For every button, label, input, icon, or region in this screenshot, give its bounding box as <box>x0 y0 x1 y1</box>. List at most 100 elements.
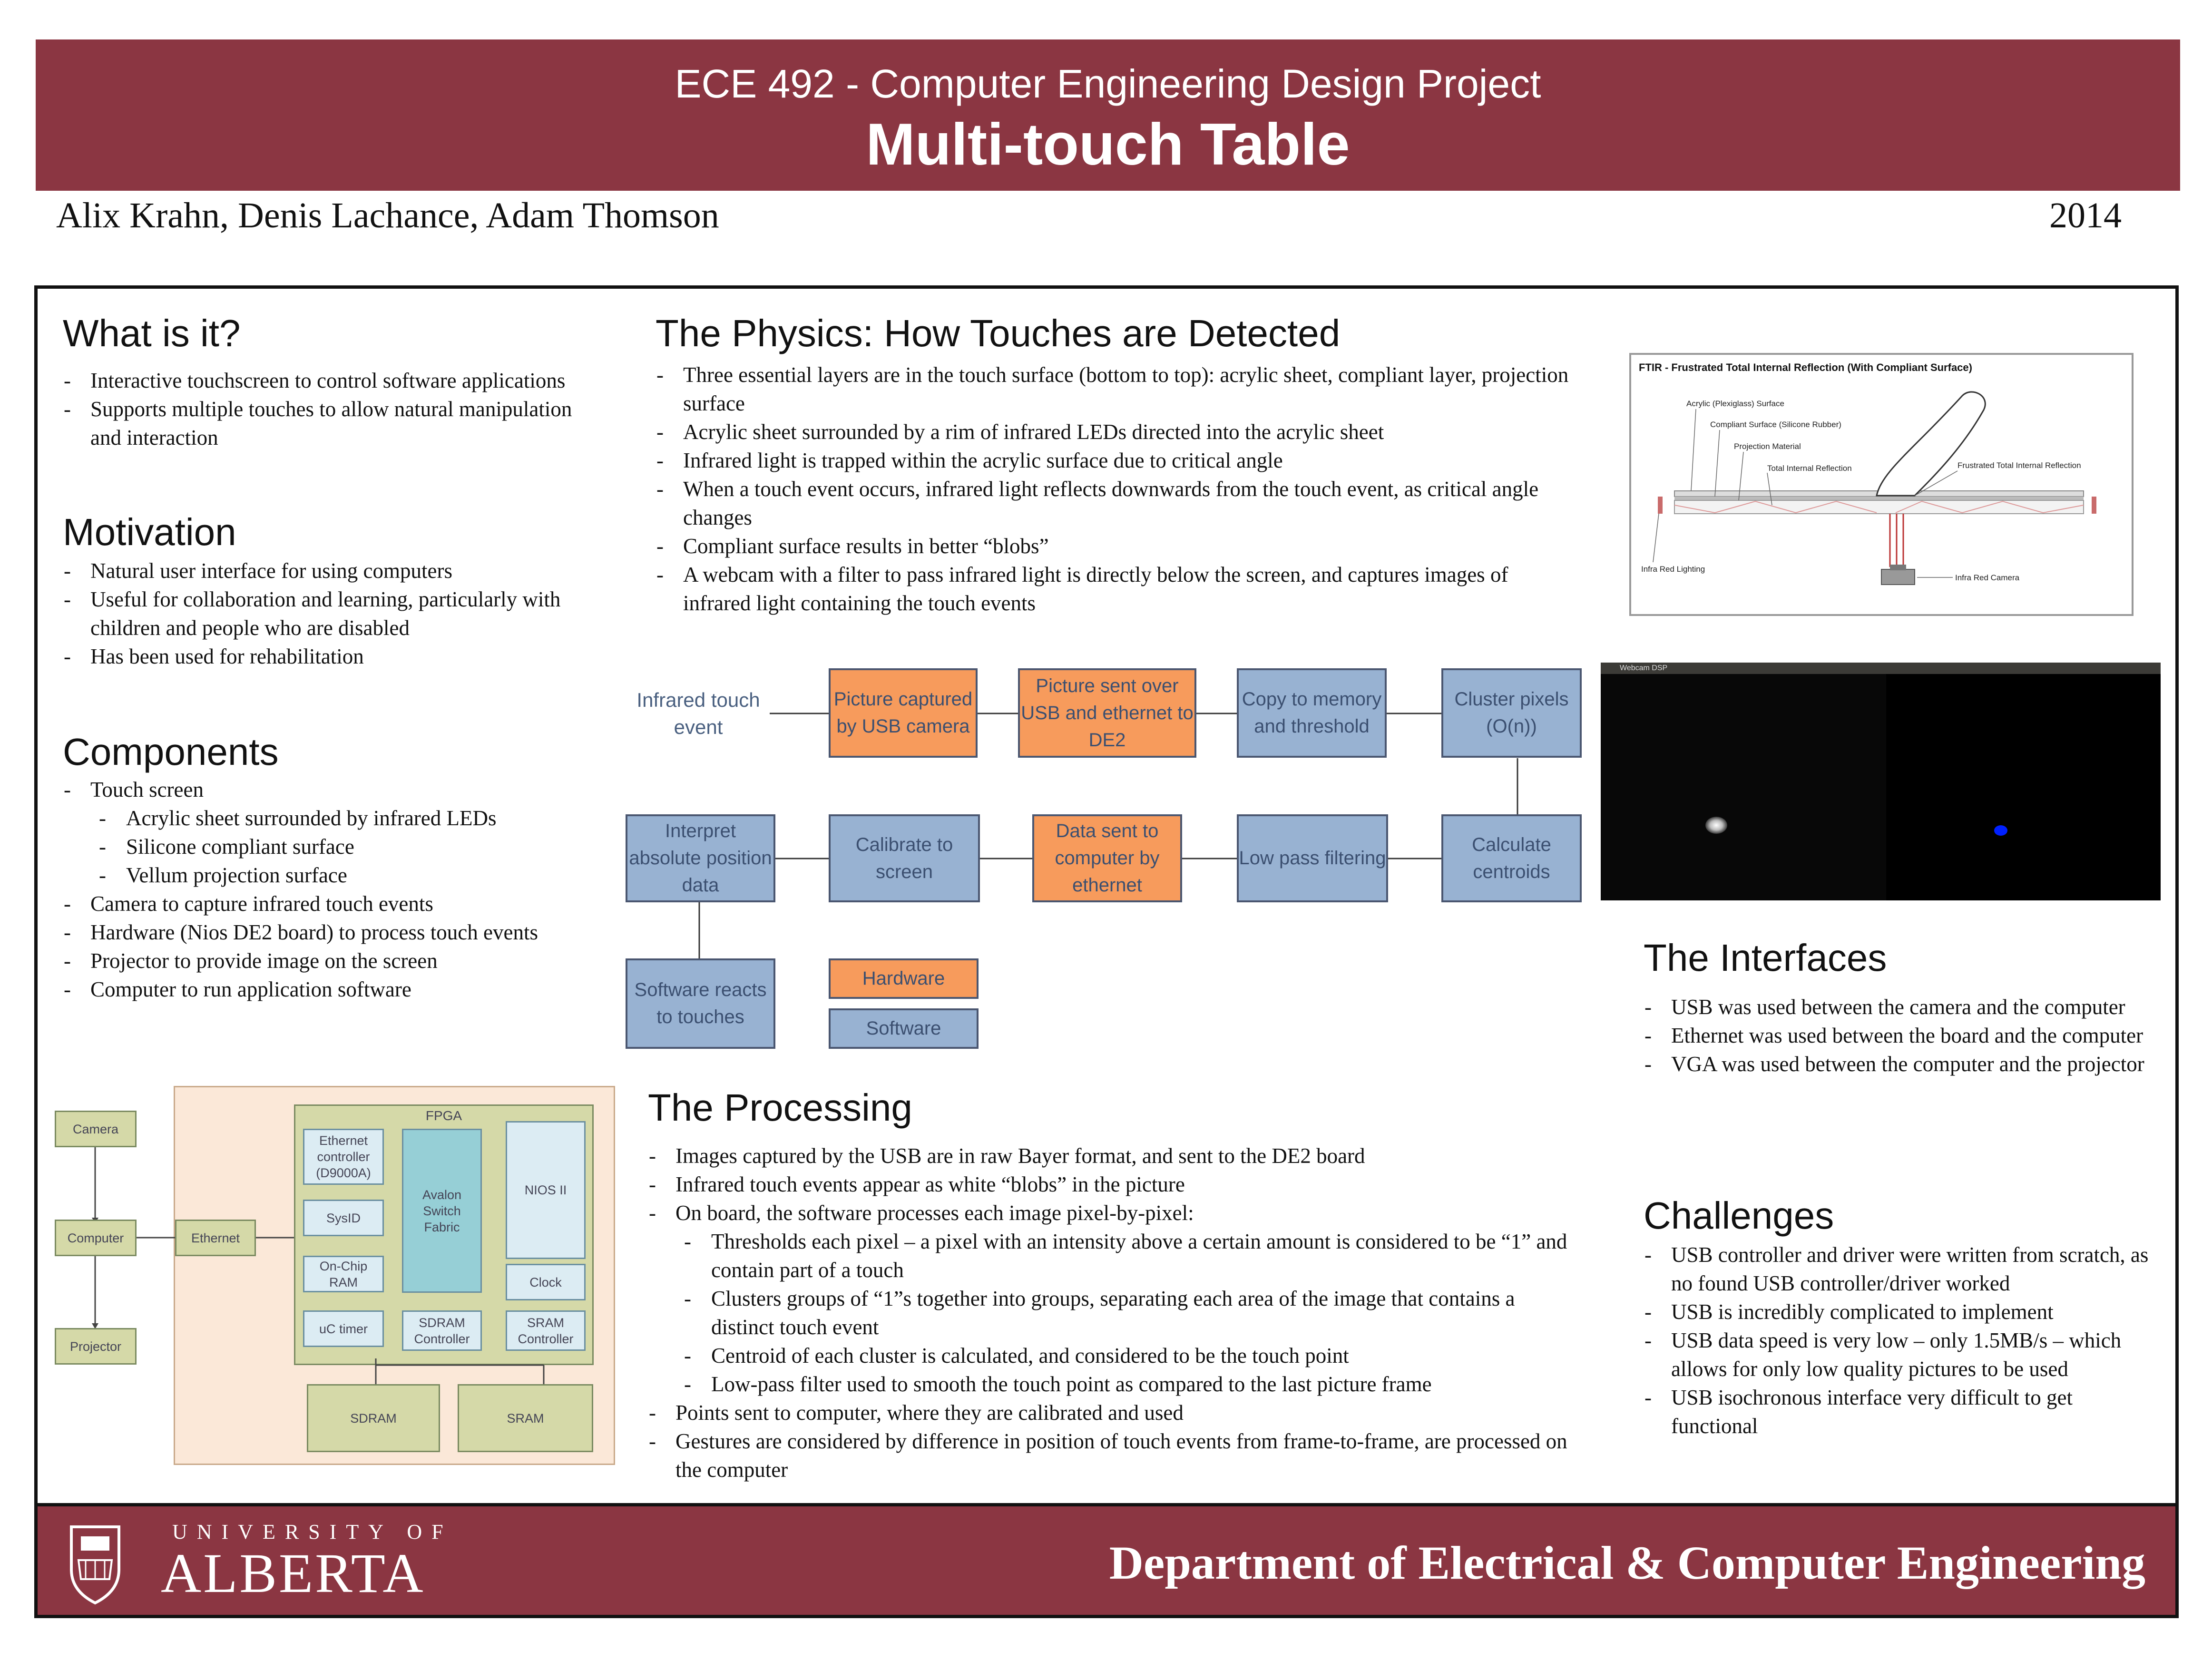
list-item: USB was used between the camera and the … <box>1644 993 2157 1021</box>
hw-sdram-box: SDRAM <box>307 1384 440 1452</box>
processing-list: Images captured by the USB are in raw Ba… <box>648 1142 1573 1484</box>
list-item: Supports multiple touches to allow natur… <box>63 395 591 452</box>
flow-software-reacts: Software reacts to touches <box>626 958 775 1049</box>
list-item: Silicone compliant surface <box>63 832 586 861</box>
legend-hardware: Hardware <box>829 958 979 999</box>
what-heading: What is it? <box>63 312 241 354</box>
interfaces-list: USB was used between the camera and the … <box>1644 993 2157 1078</box>
physics-list: Three essential layers are in the touch … <box>656 361 1578 617</box>
flow-calculate-centroids: Calculate centroids <box>1441 814 1582 902</box>
list-item: A webcam with a filter to pass infrared … <box>656 560 1578 617</box>
header-banner: ECE 492 - Computer Engineering Design Pr… <box>36 39 2180 191</box>
list-item: Interactive touchscreen to control softw… <box>63 366 591 395</box>
list-item: Centroid of each cluster is calculated, … <box>648 1341 1573 1370</box>
motivation-list: Natural user interface for using compute… <box>63 557 577 671</box>
motivation-heading: Motivation <box>63 511 236 553</box>
ftir-lighting-label: Infra Red Lighting <box>1641 565 1705 574</box>
webcam-titlebar: Webcam DSP <box>1601 663 2161 674</box>
list-item: USB isochronous interface very difficult… <box>1644 1383 2157 1440</box>
ftir-projection-label: Projection Material <box>1734 442 1801 451</box>
challenges-heading: Challenges <box>1644 1194 1834 1237</box>
ftir-frustrated-label: Frustrated Total Internal Reflection <box>1958 461 2081 470</box>
webcam-window: Webcam DSP <box>1601 663 2161 900</box>
list-item: Points sent to computer, where they are … <box>648 1398 1573 1427</box>
list-item: Camera to capture infrared touch events <box>63 889 586 918</box>
list-item: USB is incredibly complicated to impleme… <box>1644 1298 2157 1326</box>
university-crest-icon <box>70 1525 120 1605</box>
hw-sram-box: SRAM <box>458 1384 593 1452</box>
flow-picture-captured: Picture captured by USB camera <box>829 668 978 758</box>
list-item: Infrared touch events appear as white “b… <box>648 1170 1573 1199</box>
list-item: Useful for collaboration and learning, p… <box>63 585 577 642</box>
ftir-title: FTIR - Frustrated Total Internal Reflect… <box>1639 361 1972 373</box>
list-item: On board, the software processes each im… <box>648 1199 1573 1227</box>
ftir-tir-label: Total Internal Reflection <box>1767 464 1852 473</box>
list-item: Has been used for rehabilitation <box>63 642 577 671</box>
flow-picture-sent: Picture sent over USB and ethernet to DE… <box>1018 668 1196 758</box>
poster-title: Multi-touch Table <box>866 112 1350 177</box>
touch-centroid <box>1994 825 2007 836</box>
flow-cluster-pixels: Cluster pixels (O(n)) <box>1441 668 1582 758</box>
list-item: VGA was used between the computer and th… <box>1644 1050 2157 1078</box>
list-item: Vellum projection surface <box>63 861 586 889</box>
hw-uc-timer-box: uC timer <box>303 1310 384 1347</box>
list-item: Natural user interface for using compute… <box>63 557 577 585</box>
flow-calibrate: Calibrate to screen <box>829 814 980 902</box>
list-item: Ethernet was used between the board and … <box>1644 1021 2157 1050</box>
hw-sysid-box: SysID <box>303 1200 384 1236</box>
list-item: Low-pass filter used to smooth the touch… <box>648 1370 1573 1398</box>
flow-copy-threshold: Copy to memory and threshold <box>1237 668 1387 758</box>
legend-software: Software <box>829 1008 979 1049</box>
list-item: Thresholds each pixel – a pixel with an … <box>648 1227 1573 1284</box>
fpga-label: FPGA <box>425 1108 462 1123</box>
touch-blob <box>1705 817 1727 834</box>
hw-avalon-box: Avalon Switch Fabric <box>402 1129 482 1293</box>
hw-ethernet-controller-box: Ethernet controller (D9000A) <box>303 1129 384 1185</box>
list-item: Computer to run application software <box>63 975 586 1004</box>
list-item: Gestures are considered by difference in… <box>648 1427 1573 1484</box>
list-item: USB data speed is very low – only 1.5MB/… <box>1644 1326 2157 1383</box>
hw-clock-box: Clock <box>506 1264 586 1300</box>
ftir-acrylic-label: Acrylic (Plexiglass) Surface <box>1686 399 1784 408</box>
list-item: Clusters groups of “1”s together into gr… <box>648 1284 1573 1341</box>
list-item: When a touch event occurs, infrared ligh… <box>656 475 1578 532</box>
webcam-title: Webcam DSP <box>1620 664 1668 672</box>
flow-data-sent: Data sent to computer by ethernet <box>1032 814 1182 902</box>
list-item: Infrared light is trapped within the acr… <box>656 446 1578 475</box>
list-item: USB controller and driver were written f… <box>1644 1240 2157 1298</box>
footer-banner <box>34 1503 2179 1618</box>
list-item: Acrylic sheet surrounded by a rim of inf… <box>656 418 1578 446</box>
physics-heading: The Physics: How Touches are Detected <box>656 312 1341 354</box>
ftir-compliant-label: Compliant Surface (Silicone Rubber) <box>1710 420 1841 429</box>
webcam-left-view <box>1601 674 1886 900</box>
flow-low-pass: Low pass filtering <box>1237 814 1388 902</box>
list-item: Projector to provide image on the screen <box>63 947 586 975</box>
list-item: Touch screen <box>63 775 586 804</box>
flow-interpret-position: Interpret absolute position data <box>626 814 775 902</box>
interfaces-heading: The Interfaces <box>1644 937 1887 979</box>
hw-sdram-controller-box: SDRAM Controller <box>402 1310 482 1351</box>
components-list: Touch screen Acrylic sheet surrounded by… <box>63 775 586 1004</box>
processing-heading: The Processing <box>648 1086 912 1129</box>
year: 2014 <box>2049 195 2122 235</box>
hw-camera-box: Camera <box>55 1111 137 1147</box>
department-name: Department of Electrical & Computer Engi… <box>1109 1536 2145 1589</box>
hw-nios-box: NIOS II <box>506 1121 586 1259</box>
flow-infrared-event: Infrared touch event <box>636 689 760 738</box>
list-item: Three essential layers are in the touch … <box>656 361 1578 418</box>
hw-projector-box: Projector <box>55 1328 137 1365</box>
hw-sram-controller-box: SRAM Controller <box>506 1310 586 1351</box>
list-item: Compliant surface results in better “blo… <box>656 532 1578 560</box>
what-list: Interactive touchscreen to control softw… <box>63 366 591 452</box>
ftir-camera-label: Infra Red Camera <box>1955 573 2020 582</box>
hw-computer-box: Computer <box>55 1220 137 1256</box>
webcam-right-view <box>1886 674 2161 900</box>
course-subtitle: ECE 492 - Computer Engineering Design Pr… <box>675 61 1541 106</box>
hw-ethernet-box: Ethernet <box>175 1220 256 1256</box>
ftir-diagram: FTIR - Frustrated Total Internal Reflect… <box>1629 353 2134 616</box>
list-item: Acrylic sheet surrounded by infrared LED… <box>63 804 586 832</box>
challenges-list: USB controller and driver were written f… <box>1644 1240 2157 1440</box>
university-label-big: ALBERTA <box>161 1542 425 1604</box>
authors: Alix Krahn, Denis Lachance, Adam Thomson <box>56 195 719 235</box>
